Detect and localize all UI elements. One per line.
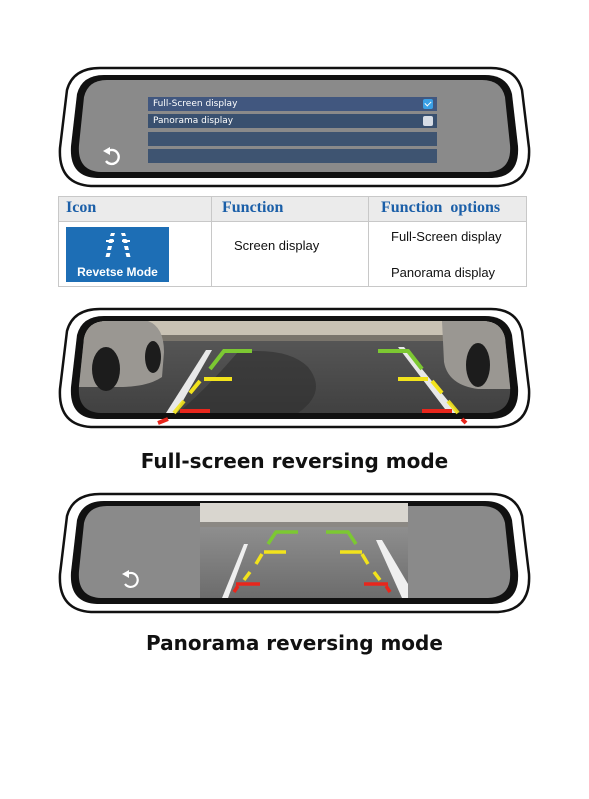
panorama-checkbox[interactable]: [423, 116, 433, 126]
header-icon: Icon: [66, 199, 96, 217]
divider: [211, 197, 212, 286]
header-function-options: Function options: [381, 199, 500, 217]
menu-item-panorama[interactable]: Panorama display: [148, 114, 437, 128]
caption-panorama: Panorama reversing mode: [0, 631, 589, 655]
back-arrow-icon[interactable]: [101, 146, 123, 168]
menu-item-empty: [148, 132, 437, 146]
option-panorama: Panorama display: [391, 265, 495, 280]
back-arrow-icon[interactable]: [120, 569, 142, 591]
divider: [368, 197, 369, 286]
function-cell: Screen display: [234, 238, 319, 253]
mirror-panorama-view: [58, 492, 531, 614]
parking-guide-lines: [140, 345, 470, 425]
fullscreen-checkbox[interactable]: [423, 99, 433, 109]
menu-item-label: Full-Screen display: [153, 99, 237, 109]
reverse-mode-label: Revetse Mode: [66, 265, 169, 279]
header-function: Function: [222, 199, 283, 217]
caption-fullscreen: Full-screen reversing mode: [0, 449, 589, 473]
menu-item-empty: [148, 149, 437, 163]
reverse-lane-icon: [102, 231, 134, 259]
reverse-mode-button[interactable]: Revetse Mode: [66, 227, 169, 282]
menu-item-label: Panorama display: [153, 116, 233, 126]
menu-item-fullscreen[interactable]: Full-Screen display: [148, 97, 437, 111]
option-fullscreen: Full-Screen display: [391, 229, 502, 244]
